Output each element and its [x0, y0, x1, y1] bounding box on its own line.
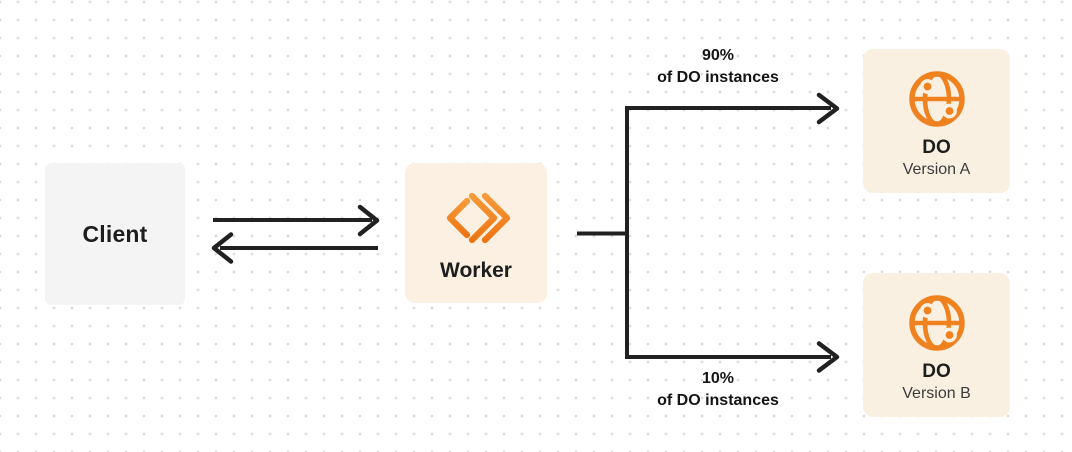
route-label-90: 90% of DO instances — [608, 45, 828, 89]
arrow-worker-to-client — [211, 232, 378, 264]
route-caption: of DO instances — [657, 69, 779, 86]
do-a-title: DO — [922, 137, 951, 158]
do-a-subtitle: Version A — [902, 161, 971, 178]
arrow-to-do-version-b — [625, 341, 840, 373]
route-percent: 90% — [701, 47, 735, 64]
do-b-subtitle: Version B — [902, 385, 971, 402]
globe-icon — [906, 292, 968, 354]
do-version-a-node: DO Version A — [863, 49, 1010, 193]
worker-label: Worker — [440, 259, 512, 282]
do-b-title: DO — [922, 361, 951, 382]
worker-node: Worker — [405, 163, 547, 303]
client-node: Client — [45, 163, 185, 305]
fork-line — [577, 108, 629, 357]
globe-icon — [906, 68, 968, 130]
arrow-to-do-version-a — [625, 92, 840, 125]
route-label-10: 10% of DO instances — [608, 368, 828, 412]
arrow-client-to-worker — [213, 204, 380, 237]
do-version-b-node: DO Version B — [863, 273, 1010, 417]
workers-chevron-icon — [441, 187, 511, 249]
route-percent: 10% — [701, 370, 735, 387]
route-caption: of DO instances — [657, 392, 779, 409]
client-label: Client — [82, 220, 148, 247]
